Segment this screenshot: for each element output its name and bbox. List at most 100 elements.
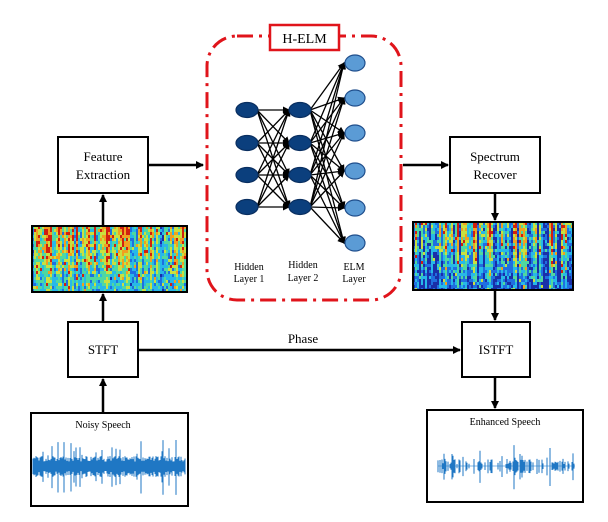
- spectrogram-cell: [449, 258, 451, 261]
- spectrogram-cell: [118, 244, 120, 247]
- spectrogram-cell: [86, 244, 88, 247]
- spectrogram-cell: [138, 265, 140, 268]
- spectrogram-cell: [60, 277, 62, 280]
- spectrogram-cell: [439, 240, 441, 243]
- spectrogram-cell: [74, 241, 76, 244]
- spectrogram-cell: [471, 222, 473, 225]
- spectrogram-cell: [66, 238, 68, 241]
- spectrogram-cell: [481, 225, 483, 228]
- spectrogram-cell: [503, 267, 505, 270]
- spectrogram-cell: [74, 268, 76, 271]
- spectrogram-cell: [114, 271, 116, 274]
- spectrogram-cell: [431, 243, 433, 246]
- spectrogram-cell: [431, 258, 433, 261]
- spectrogram-cell: [114, 265, 116, 268]
- spectrogram-cell: [559, 258, 561, 261]
- spectrogram-cell: [178, 229, 180, 232]
- spectrogram-cell: [481, 240, 483, 243]
- spectrogram-cell: [86, 253, 88, 256]
- spectrogram-cell: [178, 256, 180, 259]
- spectrogram-cell: [563, 240, 565, 243]
- spectrogram-cell: [144, 271, 146, 274]
- spectrogram-cell: [124, 256, 126, 259]
- spectrogram-cell: [511, 258, 513, 261]
- spectrogram-cell: [549, 255, 551, 258]
- spectrogram-cell: [567, 240, 569, 243]
- spectrogram-cell: [38, 259, 40, 262]
- spectrogram-cell: [439, 273, 441, 276]
- spectrogram-cell: [140, 247, 142, 250]
- spectrogram-cell: [184, 253, 186, 256]
- spectrogram-cell: [451, 270, 453, 273]
- spectrogram-cell: [116, 235, 118, 238]
- spectrogram-cell: [551, 282, 553, 285]
- spectrogram-cell: [168, 253, 170, 256]
- spectrogram-cell: [36, 253, 38, 256]
- spectrogram-cell: [122, 253, 124, 256]
- spectrogram-cell: [423, 261, 425, 264]
- spectrogram-cell: [531, 234, 533, 237]
- spectrogram-cell: [523, 222, 525, 225]
- spectrogram-cell: [146, 289, 148, 292]
- spectrogram-cell: [48, 241, 50, 244]
- spectrogram-cell: [417, 243, 419, 246]
- spectrogram-cell: [40, 271, 42, 274]
- spectrogram-cell: [497, 252, 499, 255]
- spectrogram-cell: [475, 240, 477, 243]
- spectrogram-cell: [481, 276, 483, 279]
- spectrogram-cell: [126, 256, 128, 259]
- spectrogram-cell: [138, 286, 140, 289]
- spectrogram-cell: [56, 232, 58, 235]
- spectrogram-cell: [499, 225, 501, 228]
- spectrogram-cell: [76, 289, 78, 292]
- spectrogram-cell: [499, 243, 501, 246]
- spectrogram-cell: [168, 280, 170, 283]
- spectrogram-cell: [64, 232, 66, 235]
- spectrogram-cell: [415, 285, 417, 288]
- spectrogram-cell: [523, 234, 525, 237]
- spectrogram-cell: [182, 232, 184, 235]
- spectrogram-cell: [513, 246, 515, 249]
- spectrogram-cell: [156, 241, 158, 244]
- spectrogram-cell: [76, 232, 78, 235]
- spectrogram-cell: [62, 280, 64, 283]
- spectrogram-cell: [84, 262, 86, 265]
- spectrogram-cell: [138, 238, 140, 241]
- spectrogram-cell: [433, 231, 435, 234]
- spectrogram-cell: [90, 265, 92, 268]
- spectrogram-cell: [427, 264, 429, 267]
- spectrogram-cell: [491, 231, 493, 234]
- spectrogram-cell: [74, 256, 76, 259]
- spectrogram-cell: [469, 285, 471, 288]
- spectrogram-cell: [469, 240, 471, 243]
- spectrogram-cell: [445, 249, 447, 252]
- spectrogram-cell: [114, 244, 116, 247]
- spectrogram-cell: [116, 265, 118, 268]
- spectrogram-cell: [509, 237, 511, 240]
- spectrogram-cell: [74, 226, 76, 229]
- spectrogram-cell: [138, 256, 140, 259]
- spectrogram-cell: [441, 249, 443, 252]
- spectrogram-cell: [417, 267, 419, 270]
- spectrogram-cell: [92, 265, 94, 268]
- spectrogram-cell: [128, 280, 130, 283]
- spectrogram-cell: [140, 253, 142, 256]
- spectrogram-cell: [96, 241, 98, 244]
- spectrogram-cell: [70, 280, 72, 283]
- spectrogram-cell: [497, 234, 499, 237]
- spectrogram-cell: [487, 267, 489, 270]
- connection: [309, 204, 345, 212]
- spectrogram-cell: [443, 273, 445, 276]
- spectrogram-cell: [36, 271, 38, 274]
- spectrogram-cell: [92, 226, 94, 229]
- spectrogram-cell: [112, 274, 114, 277]
- spectrogram-cell: [473, 255, 475, 258]
- spectrogram-cell: [136, 235, 138, 238]
- connections: [256, 62, 347, 244]
- spectrogram-cell: [168, 244, 170, 247]
- spectrogram-cell: [501, 270, 503, 273]
- spectrogram-cell: [457, 252, 459, 255]
- spectrogram-cell: [64, 289, 66, 292]
- spectrogram-cell: [525, 285, 527, 288]
- spectrogram-cell: [38, 280, 40, 283]
